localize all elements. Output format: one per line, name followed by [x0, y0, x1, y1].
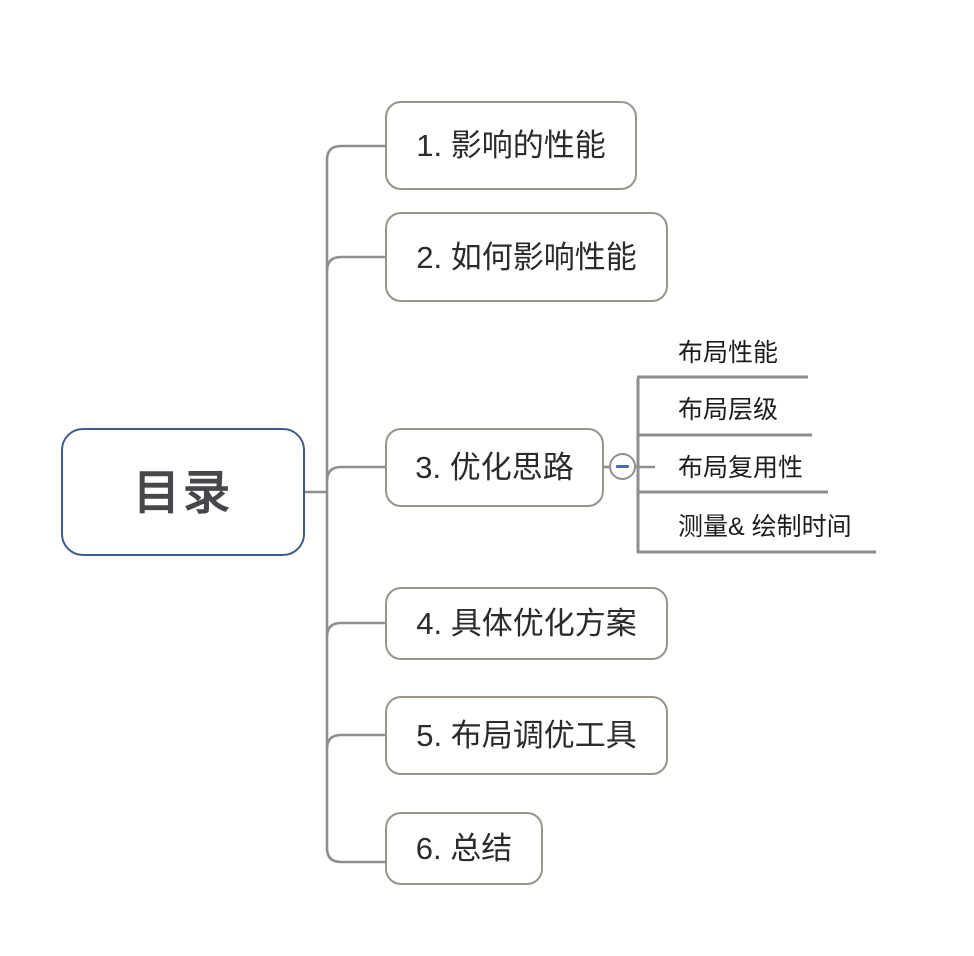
- branch-node-4[interactable]: 4. 具体优化方案: [385, 587, 668, 660]
- branch-node-6[interactable]: 6. 总结: [385, 812, 543, 885]
- collapse-toggle-button[interactable]: [609, 453, 636, 480]
- branch-node-1-label: 1. 影响的性能: [416, 128, 606, 163]
- sub-item-4[interactable]: 测量& 绘制时间: [678, 515, 852, 540]
- branch-node-2-label: 2. 如何影响性能: [416, 239, 637, 275]
- minus-icon: [616, 465, 629, 468]
- branch-node-3[interactable]: 3. 优化思路: [385, 428, 604, 507]
- branch-node-5-label: 5. 布局调优工具: [416, 718, 637, 753]
- branch-node-1[interactable]: 1. 影响的性能: [385, 101, 637, 190]
- branch-node-5[interactable]: 5. 布局调优工具: [385, 696, 668, 775]
- sub-item-3-label: 布局复用性: [678, 454, 804, 482]
- sub-item-1-label: 布局性能: [678, 339, 779, 367]
- sub-item-3[interactable]: 布局复用性: [678, 456, 803, 481]
- sub-item-4-label: 测量& 绘制时间: [678, 513, 852, 541]
- root-node[interactable]: 目录: [61, 428, 305, 556]
- branch-node-3-label: 3. 优化思路: [415, 450, 574, 485]
- branch-node-6-label: 6. 总结: [415, 831, 513, 866]
- branch-node-2[interactable]: 2. 如何影响性能: [385, 212, 668, 302]
- root-node-label: 目录: [133, 465, 233, 519]
- sub-item-2[interactable]: 布局层级: [678, 398, 778, 423]
- branch-node-4-label: 4. 具体优化方案: [416, 606, 637, 641]
- sub-item-1[interactable]: 布局性能: [678, 341, 778, 366]
- sub-item-2-label: 布局层级: [678, 396, 779, 424]
